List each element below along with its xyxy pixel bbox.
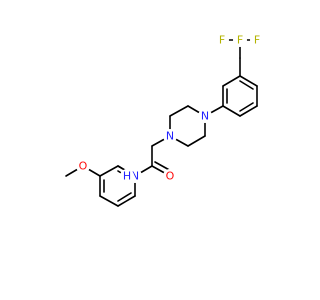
methoxy-oxygen: O: [79, 160, 88, 173]
methoxy-oxygen-background: [76, 159, 90, 173]
fluorine-label-top-background: [233, 33, 247, 47]
amide-hydrogen-background: [120, 169, 134, 183]
bond-ring1-c: [222, 105, 241, 117]
piperazine-nitrogen-bottom-background: [163, 129, 177, 143]
bond-ring1-double-3: [239, 102, 254, 112]
bond-piperazine-e: [187, 135, 206, 147]
fluorine-label-left: F: [219, 34, 225, 47]
carbonyl-oxygen-background: [163, 169, 177, 183]
bond-ring1-d: [239, 105, 258, 117]
amide-nitrogen: N: [131, 170, 139, 183]
piperazine-nitrogen-bottom: N: [166, 130, 174, 143]
bond-layer: [65, 39, 258, 207]
bond-ring2-c: [99, 195, 119, 207]
piperazine-nitrogen-top: N: [201, 110, 209, 123]
bond-ring1-double-1: [239, 80, 254, 90]
bond-piperazine-b: [169, 105, 189, 117]
bond-ring2-double-2: [117, 192, 132, 202]
fluorine-label-top: F: [237, 34, 243, 47]
bond-ring1-f: [239, 75, 258, 87]
fluorine-label-right: F: [254, 34, 260, 47]
carbonyl-oxygen: O: [166, 170, 175, 183]
bond-ring2-a: [99, 165, 119, 177]
amide-hydrogen: H: [123, 170, 131, 183]
fluorine-label-left-background: [215, 33, 229, 47]
fluorine-label-right-background: [250, 33, 264, 47]
bond-ring1-a: [222, 75, 241, 87]
bond-ring2-d: [117, 195, 136, 207]
piperazine-nitrogen-top-background: [198, 109, 212, 123]
